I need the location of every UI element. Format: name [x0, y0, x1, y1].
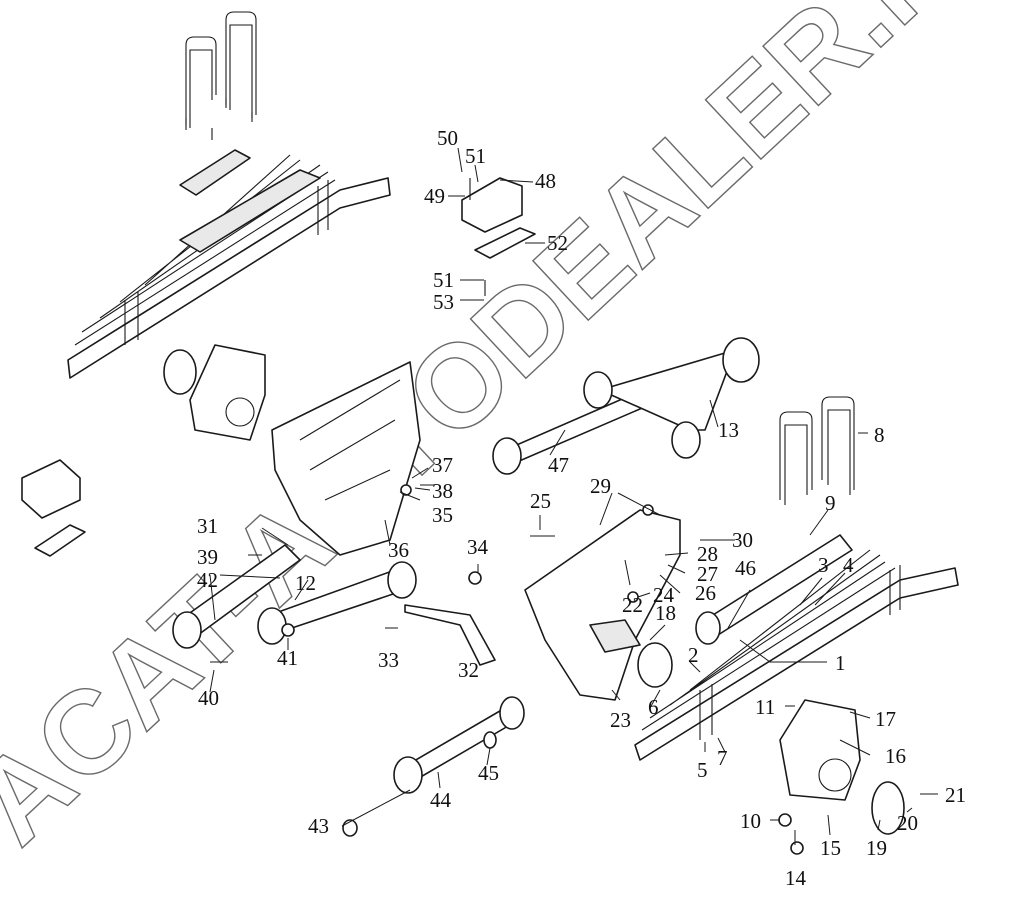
callout-16: 16 [885, 744, 906, 768]
callout-19: 19 [866, 836, 887, 860]
lower-torque-rod [342, 696, 525, 837]
callout-23: 23 [610, 708, 631, 732]
callout-24: 24 [653, 583, 675, 607]
fasteners [210, 484, 804, 855]
left-torque-rods [172, 544, 496, 666]
callout-53: 53 [433, 290, 454, 314]
right-trunnion-bracket [524, 509, 681, 701]
callout-17: 17 [875, 707, 896, 731]
callout-51b: 51 [433, 268, 454, 292]
callout-2: 2 [688, 643, 699, 667]
callout-20: 20 [897, 811, 918, 835]
callout-43: 43 [308, 814, 329, 838]
callout-27: 27 [697, 562, 718, 586]
callout-33: 33 [378, 648, 399, 672]
callout-44: 44 [430, 788, 452, 812]
callout-labels: 1 2 3 4 5 6 7 8 9 10 11 12 13 14 15 16 1… [197, 126, 966, 890]
callout-12: 12 [295, 571, 316, 595]
callout-42: 42 [197, 568, 218, 592]
callout-10: 10 [740, 809, 761, 833]
callout-13: 13 [718, 418, 739, 442]
upper-left-spring-seat [163, 344, 266, 441]
callout-35: 35 [432, 503, 453, 527]
callout-29: 29 [590, 474, 611, 498]
right-u-bolts [779, 396, 855, 505]
v-torque-rod [492, 337, 760, 475]
callout-15: 15 [820, 836, 841, 860]
callout-8: 8 [874, 423, 885, 447]
callout-11: 11 [755, 695, 775, 719]
leader-lines [209, 147, 938, 845]
callout-50: 50 [437, 126, 458, 150]
callout-51: 51 [465, 144, 486, 168]
callout-1: 1 [835, 651, 846, 675]
callout-21: 21 [945, 783, 966, 807]
callout-28: 28 [697, 542, 718, 566]
callout-31: 31 [197, 514, 218, 538]
callout-41: 41 [277, 646, 298, 670]
left-small-brackets [21, 459, 86, 557]
upper-left-leaf-spring [67, 154, 391, 379]
callout-25: 25 [530, 489, 551, 513]
callout-37: 37 [432, 453, 453, 477]
callout-30: 30 [732, 528, 753, 552]
callout-14: 14 [785, 866, 807, 890]
callout-5: 5 [697, 758, 708, 782]
callout-45: 45 [478, 761, 499, 785]
callout-49: 49 [424, 184, 445, 208]
callout-32: 32 [458, 658, 479, 682]
callout-40: 40 [198, 686, 219, 710]
callout-52: 52 [547, 231, 568, 255]
right-leaf-spring [634, 549, 959, 761]
callout-4: 4 [843, 553, 854, 577]
callout-46: 46 [735, 556, 756, 580]
callout-39: 39 [197, 545, 218, 569]
callout-47: 47 [548, 453, 569, 477]
callout-38: 38 [432, 479, 453, 503]
left-trunnion-bracket [271, 361, 421, 556]
callout-9: 9 [825, 491, 836, 515]
upper-left-spring-pad [179, 149, 251, 196]
callout-18: 18 [655, 601, 676, 625]
callout-34: 34 [467, 535, 489, 559]
callout-26: 26 [695, 581, 716, 605]
upper-left-u-bolts [185, 11, 257, 140]
callout-48: 48 [535, 169, 556, 193]
right-shaft [695, 534, 853, 645]
callout-6: 6 [648, 695, 659, 719]
callout-3: 3 [818, 553, 829, 577]
upper-bracket [461, 177, 536, 296]
callout-7: 7 [717, 746, 728, 770]
callout-36: 36 [388, 538, 409, 562]
callout-22: 22 [622, 593, 643, 617]
